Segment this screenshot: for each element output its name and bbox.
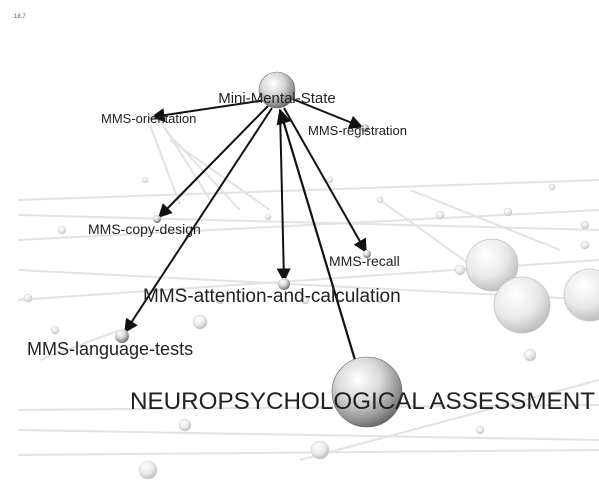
background-nodes [23,176,590,480]
node-orientation-sphere[interactable] [149,114,155,120]
edge-neuro-to-root [276,108,357,361]
node-label-language[interactable]: MMS-language-tests [27,339,193,359]
edge-layer [124,97,367,361]
node-attention-sphere[interactable] [278,278,290,290]
node-neuro-sphere[interactable] [331,356,403,428]
node-label-registration[interactable]: MMS-registration [308,123,407,138]
node-label-copy-design[interactable]: MMS-copy-design [88,221,201,237]
edge-root-to-attention [276,109,291,283]
corner-label: 18.7 [14,14,26,20]
node-label-root[interactable]: Mini-Mental-State [218,90,336,107]
node-label-recall[interactable]: MMS-recall [329,253,400,269]
edge-root-to-orientation [150,99,267,123]
node-label-orientation[interactable]: MMS-orientation [101,111,196,126]
node-recall-sphere[interactable] [363,250,371,258]
edge-root-to-language [124,107,273,334]
edge-root-to-recall [283,107,367,254]
node-language-sphere[interactable] [115,329,129,343]
node-copy-design-sphere[interactable] [153,215,161,223]
node-root-sphere[interactable] [258,71,296,109]
background-large-spheres [465,238,599,334]
edge-root-to-registration [289,97,364,129]
node-registration-sphere[interactable] [361,124,369,132]
node-label-attention[interactable]: MMS-attention-and-calculation [143,286,401,307]
edge-root-to-copy-design [158,105,269,218]
node-label-neuro[interactable]: NEUROPSYCHOLOGICAL ASSESSMENT [130,388,595,415]
